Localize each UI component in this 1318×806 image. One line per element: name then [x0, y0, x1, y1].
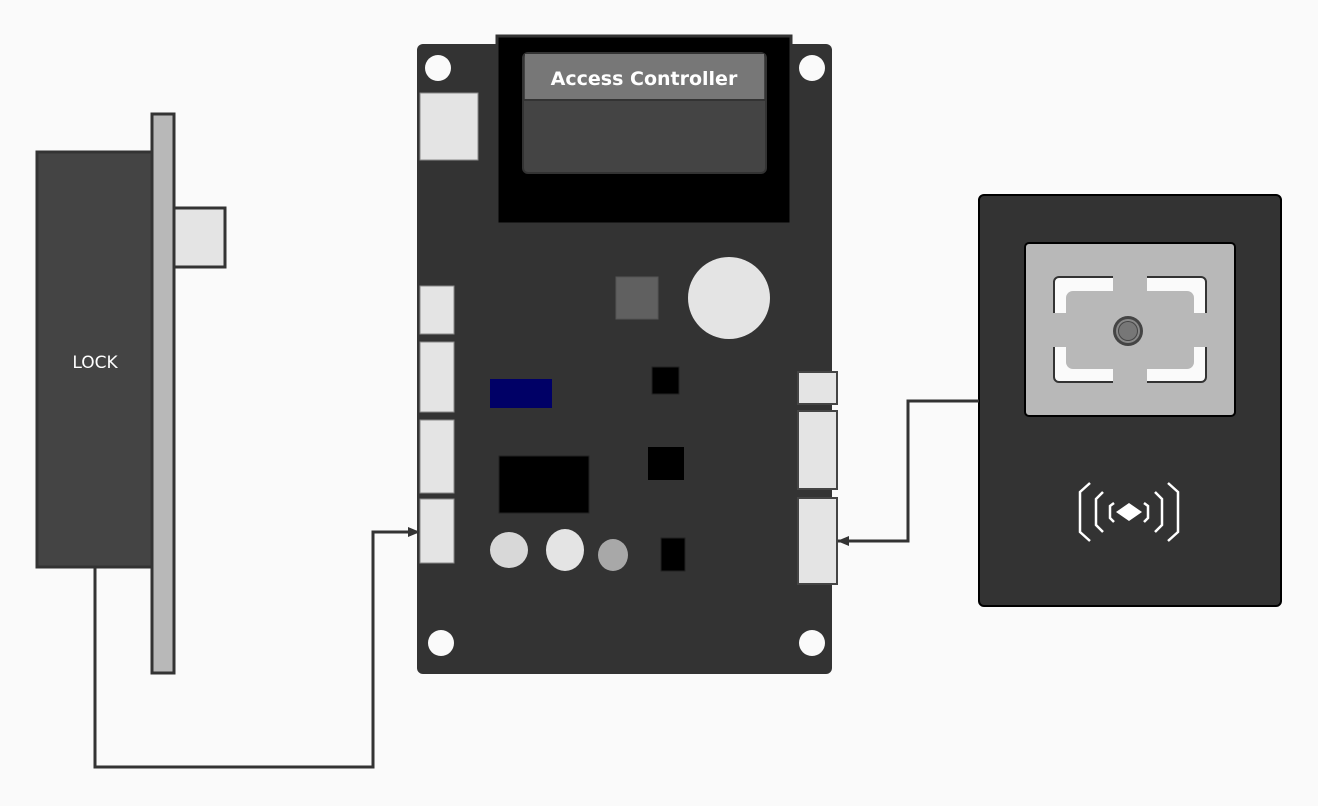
chip-small-3 — [660, 537, 686, 572]
mounting-hole-top-right — [799, 55, 825, 81]
left-terminal-2[interactable] — [419, 341, 455, 413]
capacitor-1 — [490, 532, 528, 568]
lock-device[interactable]: LOCK — [35, 112, 227, 675]
reader-device[interactable] — [978, 194, 1282, 607]
left-terminal-3[interactable] — [419, 419, 455, 494]
access-controller-board[interactable]: Access Controller — [417, 34, 838, 674]
lock-label: LOCK — [72, 353, 118, 373]
mounting-hole-bottom-right — [799, 630, 825, 656]
lock-bolt — [172, 206, 227, 269]
wire-lock-to-controller[interactable] — [93, 527, 420, 769]
capacitor-2 — [546, 529, 584, 571]
left-terminal-1[interactable] — [419, 285, 455, 335]
lock-body — [35, 150, 155, 569]
relay-block — [498, 455, 590, 514]
controller-title: Access Controller — [551, 68, 738, 90]
display-header — [525, 54, 764, 99]
chip-small-2 — [648, 447, 684, 480]
chip-gray — [615, 276, 659, 320]
right-terminal-2[interactable] — [797, 410, 838, 490]
right-terminal-reader-input[interactable] — [797, 497, 838, 585]
capacitor-3 — [598, 539, 628, 571]
right-terminal-1[interactable] — [797, 371, 838, 405]
power-connector[interactable] — [419, 92, 479, 161]
mounting-hole-top-left — [425, 55, 451, 81]
lock-faceplate — [150, 112, 176, 675]
chip-blue — [490, 379, 552, 408]
left-terminal-lock-input[interactable] — [419, 498, 455, 564]
buzzer — [688, 257, 770, 339]
mounting-hole-bottom-left — [428, 630, 454, 656]
nfc-contactless-icon — [1078, 482, 1180, 542]
chip-small-1 — [651, 366, 680, 395]
wire-reader-to-controller[interactable] — [837, 399, 979, 546]
fingerprint-sensor-icon — [1053, 276, 1207, 383]
